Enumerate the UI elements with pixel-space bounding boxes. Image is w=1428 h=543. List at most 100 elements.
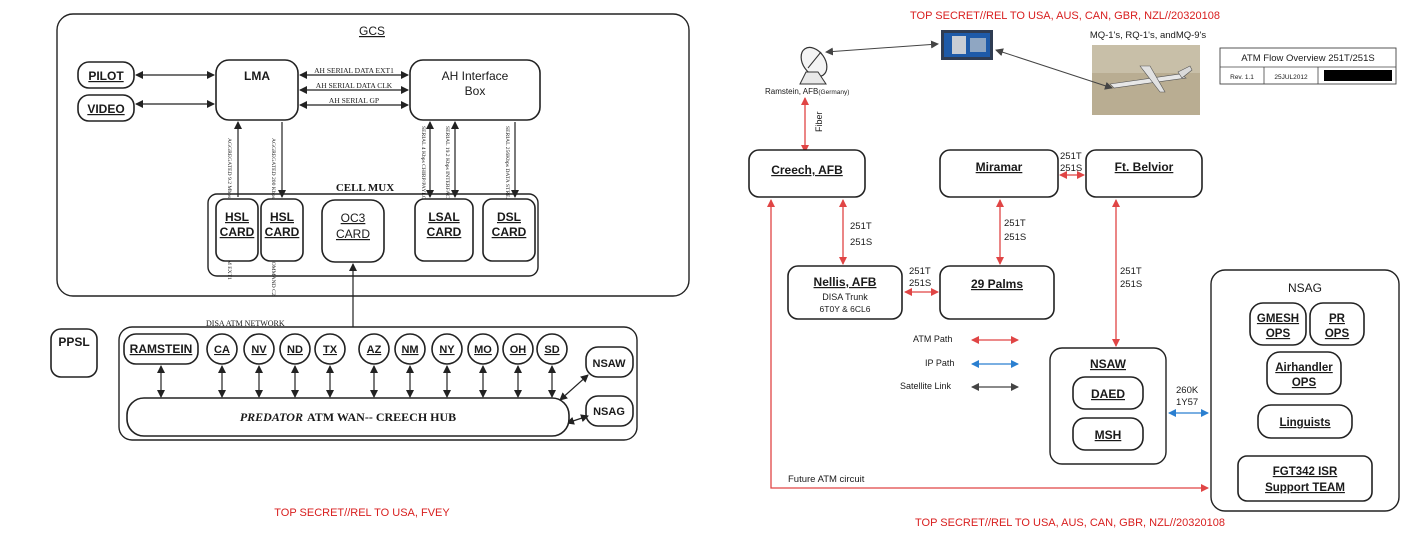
future-atm-circuit-line: [767, 199, 1209, 492]
node-nm-label: NM: [401, 344, 418, 356]
vertical-note-5: SERIAL 256Kbps DATA STREAM & CLOCK: [504, 126, 510, 233]
nsag-node-label: NSAG: [593, 406, 625, 418]
aircraft-photo: [1092, 45, 1200, 115]
palms-label: 29 Palms: [971, 277, 1023, 291]
creech-box[interactable]: [748, 149, 866, 198]
node-nm[interactable]: [394, 333, 426, 365]
nellis-sub-1: DISA Trunk: [822, 292, 868, 302]
airhandler-label-1: Airhandler: [1275, 362, 1333, 374]
satellite-icon: [941, 30, 993, 60]
legend-atm-label: ATM Path: [913, 334, 952, 344]
creech-hub-rest: ATM WAN-- CREECH HUB: [307, 410, 456, 424]
right-diagram: TOP SECRET//REL TO USA, AUS, CAN, GBR, N…: [748, 10, 1400, 529]
node-sd[interactable]: [536, 333, 568, 365]
nsag-title: NSAG: [1288, 281, 1322, 295]
fgt342-label-1: FGT342 ISR: [1273, 466, 1338, 478]
belvoir-box[interactable]: [1085, 149, 1203, 198]
right-classification-top: TOP SECRET//REL TO USA, AUS, CAN, GBR, N…: [910, 10, 1220, 22]
nsaw-title: NSAW: [1090, 357, 1127, 371]
ip-link-label-1: 260K: [1176, 385, 1199, 396]
node-ny[interactable]: [431, 333, 463, 365]
ah-interface-label-1: AH Interface: [442, 69, 509, 83]
nellis-palms-251t: 251T: [909, 266, 931, 277]
linguists-label: Linguists: [1279, 417, 1330, 429]
nellis-label: Nellis, AFB: [814, 275, 877, 289]
belvoir-nsaw-251s: 251S: [1120, 279, 1142, 290]
nsaw-node-label: NSAW: [593, 358, 627, 370]
node-ca[interactable]: [206, 333, 238, 365]
right-classification-bottom: TOP SECRET//REL TO USA, AUS, CAN, GBR, N…: [915, 517, 1225, 529]
palms-box[interactable]: [939, 265, 1055, 320]
nsaw-node[interactable]: [585, 346, 634, 378]
fiber-label: Fiber: [814, 111, 824, 132]
lsal-card[interactable]: [414, 198, 474, 262]
linguists-box[interactable]: [1257, 404, 1353, 439]
dish-satellite-link: [825, 40, 939, 56]
ramstein-dish-main: Ramstein, AFB: [765, 87, 818, 96]
node-tx[interactable]: [314, 333, 346, 365]
node-sd-label: SD: [544, 344, 559, 356]
video-box[interactable]: [77, 94, 135, 122]
miramar-palms-251s: 251S: [1004, 232, 1026, 243]
fgt342-box[interactable]: [1237, 455, 1373, 502]
node-nd[interactable]: [279, 333, 311, 365]
node-ramstein-label: RAMSTEIN: [130, 342, 193, 356]
ip-link-label-2: 1Y57: [1176, 397, 1198, 408]
oc3-card-name: OC3: [341, 211, 366, 225]
cell-mux-title: CELL MUX: [336, 182, 394, 194]
node-ny-label: NY: [439, 344, 455, 356]
lma-box[interactable]: [215, 59, 299, 121]
nellis-palms-251s: 251S: [909, 278, 931, 289]
ppsl-box[interactable]: [50, 328, 98, 378]
state-nodes: CA NV ND TX AZ NM NY MO OH SD: [206, 333, 568, 365]
miramar-label: Miramar: [976, 160, 1023, 174]
hsl-card-2-card: CARD: [265, 225, 300, 239]
ah-link-1-label: AH SERIAL DATA EXT1: [314, 66, 394, 75]
pr-ops-box[interactable]: [1309, 302, 1365, 346]
node-tx-label: TX: [323, 344, 338, 356]
nsag-node[interactable]: [585, 395, 634, 427]
lsal-card-card: CARD: [427, 225, 462, 239]
vertical-note-4: SERIAL 19.2 Kbps INTERFACE MONITOR: [444, 126, 450, 229]
dsl-card-card: CARD: [492, 225, 527, 239]
node-mo[interactable]: [467, 333, 499, 365]
creech-nellis-251s: 251S: [850, 237, 872, 248]
hsl-card-2[interactable]: [260, 198, 304, 262]
creech-hub-italic: PREDATOR: [240, 410, 303, 424]
gmesh-label-1: GMESH: [1257, 313, 1299, 325]
node-az-label: AZ: [367, 344, 382, 356]
lsal-card-name: LSAL: [428, 210, 459, 224]
node-oh-label: OH: [510, 344, 527, 356]
hsl-card-1[interactable]: [215, 198, 259, 262]
legend-ip-label: IP Path: [925, 358, 954, 368]
creech-nellis-251t: 251T: [850, 221, 872, 232]
node-nv-label: NV: [251, 344, 267, 356]
node-oh[interactable]: [502, 333, 534, 365]
airhandler-ops-box[interactable]: [1266, 351, 1342, 395]
oc3-card[interactable]: [321, 199, 385, 263]
lma-label: LMA: [244, 69, 270, 83]
msh-label: MSH: [1095, 428, 1122, 442]
title-block-title: ATM Flow Overview 251T/251S: [1241, 53, 1374, 64]
airhandler-label-2: OPS: [1292, 377, 1317, 389]
hub-nsag-connector: [566, 414, 589, 425]
future-atm-circuit-label: Future ATM circuit: [788, 474, 865, 485]
miramar-box[interactable]: [939, 149, 1059, 198]
legend-sat-label: Satellite Link: [900, 381, 952, 391]
node-az[interactable]: [358, 333, 390, 365]
node-hub-connectors: [157, 365, 556, 398]
node-ramstein[interactable]: [123, 333, 199, 365]
legend: ATM Path IP Path Satellite Link: [900, 334, 1019, 391]
dsl-card[interactable]: [482, 198, 536, 262]
left-diagram: GCS PILOT VIDEO LMA AH Interface Box AH …: [50, 13, 690, 519]
network-label: DISA ATM NETWORK: [206, 319, 285, 328]
node-nv[interactable]: [243, 333, 275, 365]
gmesh-ops-box[interactable]: [1249, 302, 1307, 346]
pilot-box[interactable]: [77, 61, 135, 89]
ah-interface-box[interactable]: [409, 59, 541, 121]
ppsl-label: PPSL: [58, 335, 89, 349]
nellis-sub-2: 6T0Y & 6CL6: [820, 304, 871, 314]
miramar-belvoir-251t: 251T: [1060, 151, 1082, 162]
hsl-card-2-name: HSL: [270, 210, 294, 224]
creech-hub-bar[interactable]: [126, 397, 570, 437]
